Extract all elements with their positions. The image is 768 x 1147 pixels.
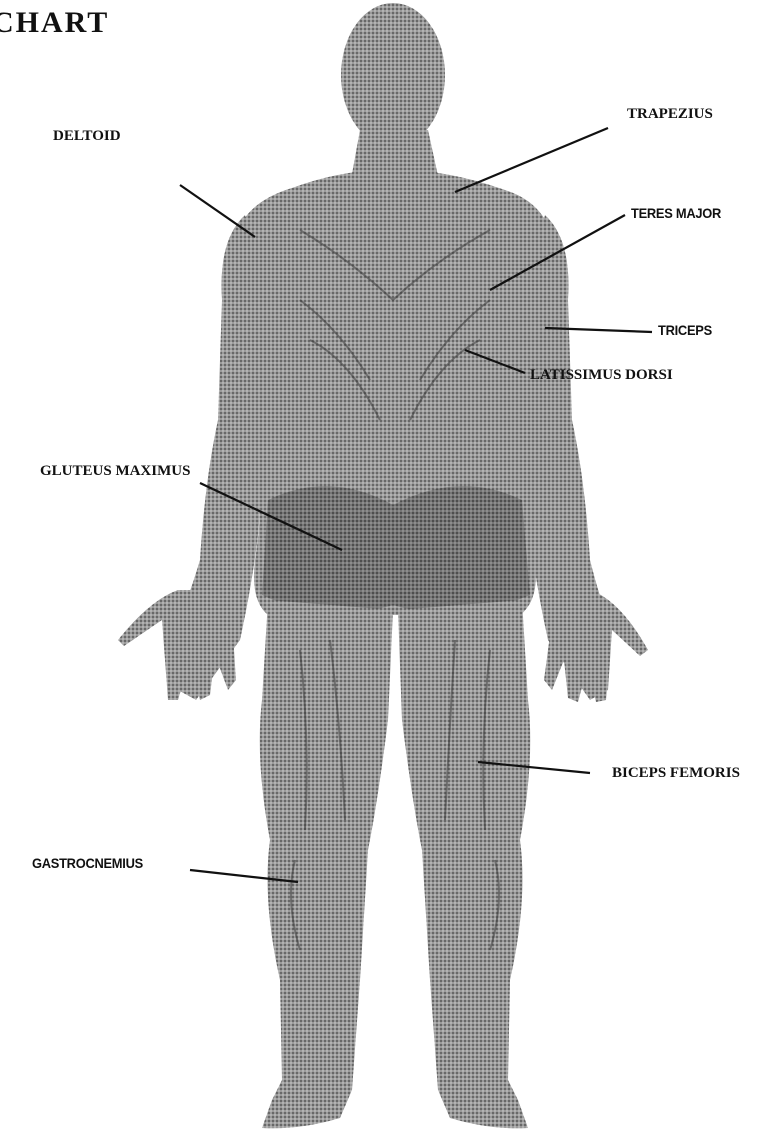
left-hand [118,590,236,700]
label-gastrocnemius: GASTROCNEMIUS [32,855,143,871]
right-leg [398,600,530,1128]
label-triceps: TRICEPS [658,322,712,338]
label-trapezius: TRAPEZIUS [627,106,713,123]
label-latissimus-dorsi: LATISSIMUS DORSI [530,367,673,384]
label-biceps-femoris: BICEPS FEMORIS [612,765,740,782]
label-deltoid: DELTOID [53,128,121,145]
label-teres-major: TERES MAJOR [631,205,721,221]
buttocks [262,486,530,613]
left-leg [260,600,393,1128]
leader-deltoid [180,185,255,237]
leader-trapezius [455,128,608,192]
head [341,3,445,147]
label-gluteus-maximus: GLUTEUS MAXIMUS [40,463,190,480]
